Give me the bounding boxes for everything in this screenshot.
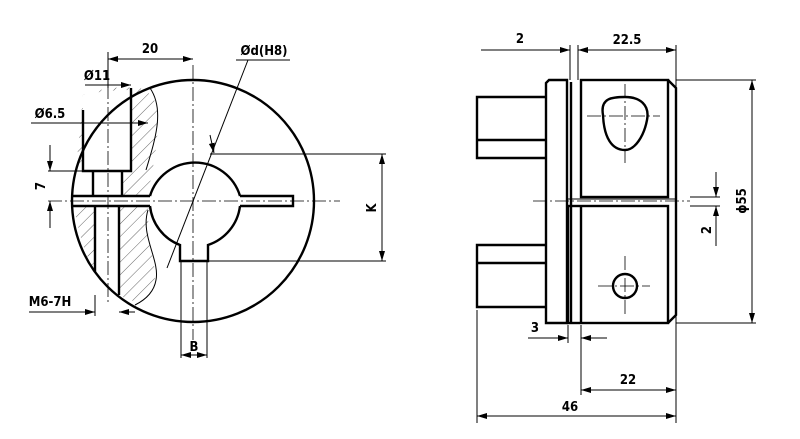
dim-slot-label: 2 (700, 226, 715, 234)
dim-diameter-label: ϕ55 (735, 188, 750, 214)
dim-thread-label: M6-7H (29, 295, 72, 310)
break-line-top (145, 87, 159, 171)
side-view: 2 22.5 ϕ55 2 3 22 46 (475, 32, 756, 423)
chamfer (667, 79, 678, 324)
counterbore (81, 88, 133, 173)
dim-46-label: 46 (562, 400, 578, 415)
dim-counterbore-label: Ø11 (84, 69, 110, 84)
section-hatch-lower (74, 206, 155, 303)
dim-7-label: 7 (34, 182, 49, 190)
dim-bore-label: Ød(H8) (241, 44, 288, 59)
jaw-lower (475, 243, 545, 309)
dim-hole-label: Ø6.5 (35, 107, 66, 122)
bore-with-keyway (148, 161, 242, 263)
section-hatch (76, 87, 158, 196)
clearance-hole (91, 171, 124, 196)
dim-b-label: B (190, 340, 199, 355)
jaw-upper (475, 95, 545, 160)
dim-22-5-label: 22.5 (613, 33, 642, 48)
clamp-block-lower (566, 204, 670, 325)
flange (544, 78, 569, 325)
dim-20-label: 20 (142, 42, 158, 57)
screw-access-hole (601, 95, 649, 152)
dim-3-label: 3 (531, 321, 539, 336)
dim-22-label: 22 (620, 373, 636, 388)
front-view: 20 Ø11 Ø6.5 7 M6-7H Ød(H8) K B (29, 42, 386, 358)
clamp-block-upper (579, 78, 670, 199)
threaded-hole (93, 206, 121, 295)
dim-k-label: K (365, 203, 380, 213)
break-line-bottom (134, 209, 158, 306)
clamp-slot-left (73, 194, 150, 208)
dim-bore-leader (166, 59, 249, 269)
dim-gap-label: 2 (516, 32, 524, 47)
